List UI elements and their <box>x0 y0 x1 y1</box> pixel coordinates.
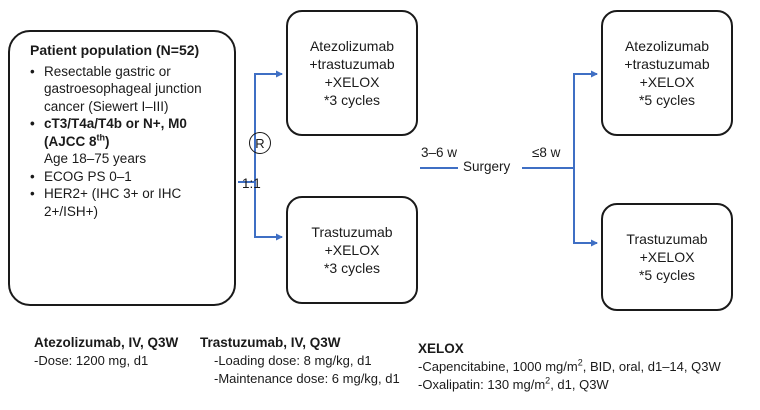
arm-box-pre-trastuzumab: Trastuzumab +XELOX *3 cycles <box>286 196 418 304</box>
note-line: -Dose: 1200 mg, d1 <box>34 353 149 368</box>
note-atezolizumab: Atezolizumab, IV, Q3W -Dose: 1200 mg, d1 <box>34 334 178 370</box>
arm-line: *3 cycles <box>323 260 381 276</box>
arm-box-post-atezolizumab: Atezolizumab +trastuzumab +XELOX *5 cycl… <box>601 10 733 136</box>
arm-line: +XELOX <box>324 74 380 90</box>
arm-line: +XELOX <box>324 242 380 258</box>
note-line: -Maintenance dose: 6 mg/kg, d1 <box>214 371 400 386</box>
arrow-to-post-tras <box>573 168 598 247</box>
arm-line: *5 cycles <box>638 92 696 108</box>
arm-line: Trastuzumab <box>626 231 708 247</box>
criterion-ecog: ECOG PS 0–1 <box>30 168 228 186</box>
note-title: XELOX <box>418 341 464 356</box>
criterion-resectable: Resectable gastric or gastroesophageal j… <box>30 63 228 116</box>
note-line-capecitabine: -Capencitabine, 1000 mg/m2, BID, oral, d… <box>418 357 721 374</box>
arm-line: *3 cycles <box>323 92 381 108</box>
note-xelox: XELOX -Capencitabine, 1000 mg/m2, BID, o… <box>418 340 721 394</box>
interval-after-surgery: ≤8 w <box>532 145 561 160</box>
note-title: Atezolizumab, IV, Q3W <box>34 335 179 350</box>
randomization-symbol: R <box>249 132 271 154</box>
note-trastuzumab: Trastuzumab, IV, Q3W -Loading dose: 8 mg… <box>200 334 400 388</box>
note-line-oxaliplatin: -Oxalipatin: 130 mg/m2, d1, Q3W <box>418 375 609 392</box>
criterion-her2: HER2+ (IHC 3+ or IHC 2+/ISH+) <box>30 185 228 220</box>
arrow-to-pre-tras <box>254 182 283 241</box>
patient-population-box: Patient population (N=52) Resectable gas… <box>8 30 236 306</box>
arm-line: +trastuzumab <box>624 56 710 72</box>
note-title: Trastuzumab, IV, Q3W <box>200 335 341 350</box>
population-criteria: Resectable gastric or gastroesophageal j… <box>30 63 228 221</box>
note-line: -Loading dose: 8 mg/kg, d1 <box>214 353 372 368</box>
arm-line: +XELOX <box>639 74 695 90</box>
arm-line: Atezolizumab <box>624 38 710 54</box>
arm-line: +trastuzumab <box>309 56 395 72</box>
interval-before-surgery: 3–6 w <box>421 145 458 160</box>
surgery-label: Surgery <box>463 159 511 174</box>
arm-box-pre-atezolizumab: Atezolizumab +trastuzumab +XELOX *3 cycl… <box>286 10 418 136</box>
arm-line: +XELOX <box>639 249 695 265</box>
arm-line: *5 cycles <box>638 267 696 283</box>
arm-line: Atezolizumab <box>309 38 395 54</box>
criterion-stage: cT3/T4a/T4b or N+, M0 (AJCC 8th) <box>30 115 228 150</box>
arm-line: Trastuzumab <box>311 224 393 240</box>
arm-box-post-trastuzumab: Trastuzumab +XELOX *5 cycles <box>601 203 733 311</box>
criterion-age: Age 18–75 years <box>44 151 147 166</box>
arrow-to-post-atezo <box>573 70 598 168</box>
randomization-ratio: 1:1 <box>242 176 261 191</box>
population-title: Patient population (N=52) <box>30 42 200 58</box>
arrow-to-pre-atezo <box>238 70 283 183</box>
